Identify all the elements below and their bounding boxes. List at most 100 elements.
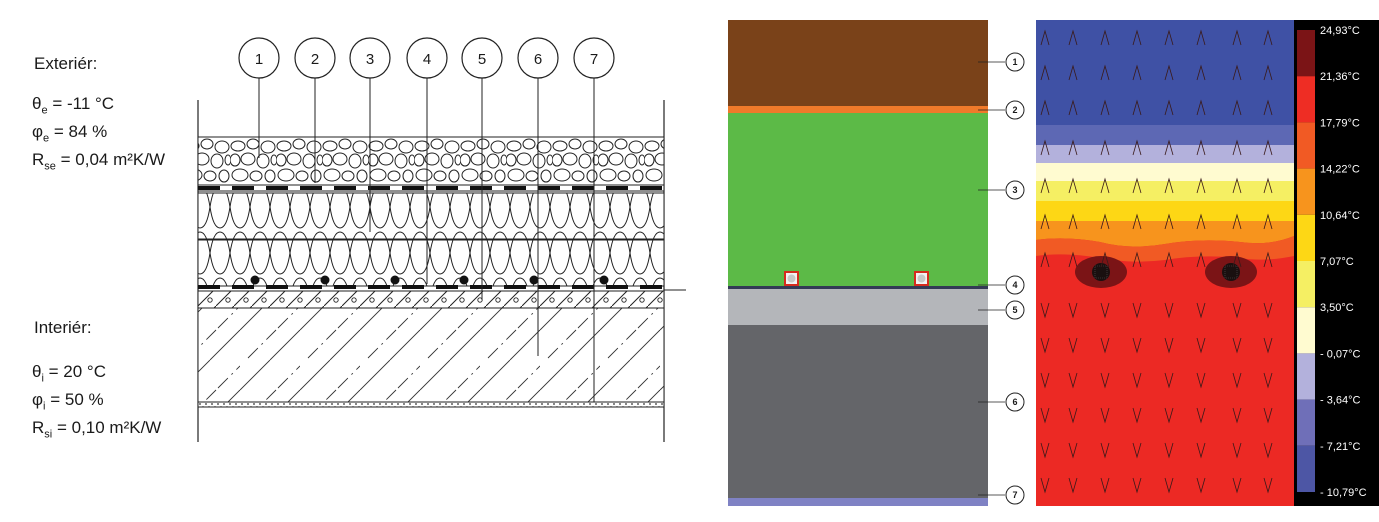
flux-arrow-down bbox=[1232, 337, 1242, 354]
flux-arrow-up bbox=[1040, 177, 1050, 194]
heating-pipes bbox=[250, 275, 609, 285]
pipe-dot bbox=[250, 275, 260, 285]
field-band bbox=[1036, 163, 1294, 181]
scale-label: 7,07°C bbox=[1320, 256, 1354, 268]
scale-label: - 0,07°C bbox=[1320, 348, 1361, 360]
section-drawing bbox=[197, 100, 686, 442]
section-callout-circle bbox=[406, 37, 448, 79]
flux-arrow-down bbox=[1263, 302, 1273, 319]
scale-swatch bbox=[1297, 261, 1315, 308]
flux-arrow-down bbox=[1164, 302, 1174, 319]
interior-resistance: Rsi = 0,10 m²K/W bbox=[32, 418, 162, 441]
flux-arrow-down bbox=[1100, 442, 1110, 459]
flux-arrow-up bbox=[1100, 139, 1110, 156]
scale-swatch bbox=[1297, 168, 1315, 215]
flux-arrow-down bbox=[1232, 372, 1242, 389]
section-callout-circle bbox=[461, 37, 503, 79]
section-callout-label: 1 bbox=[255, 51, 263, 68]
model-callout-circle bbox=[1005, 485, 1025, 505]
flux-arrow-up bbox=[1100, 177, 1110, 194]
model-callout-label: 4 bbox=[1012, 280, 1017, 290]
flux-arrow-down bbox=[1196, 477, 1206, 494]
flux-arrow-down bbox=[1068, 372, 1078, 389]
flux-arrow-down bbox=[1040, 442, 1050, 459]
flux-arrow-up bbox=[1100, 99, 1110, 116]
flux-arrow-down bbox=[1196, 337, 1206, 354]
flux-arrow-up bbox=[1068, 177, 1078, 194]
scale-swatch bbox=[1297, 76, 1315, 123]
flux-arrow-up bbox=[1263, 251, 1273, 268]
flux-arrow-up bbox=[1068, 139, 1078, 156]
flux-arrow-up bbox=[1263, 29, 1273, 46]
scale-labels: 24,93°C21,36°C17,79°C14,22°C10,64°C7,07°… bbox=[1320, 25, 1367, 499]
section-callout-circle bbox=[294, 37, 336, 79]
pipe-dot bbox=[599, 275, 609, 285]
section-callout-circle bbox=[238, 37, 280, 79]
field-band bbox=[1036, 125, 1294, 145]
field-band bbox=[1036, 201, 1294, 221]
flux-arrow-up bbox=[1100, 29, 1110, 46]
exterior-heading: Exteriér: bbox=[34, 54, 98, 73]
flux-arrow-up bbox=[1232, 177, 1242, 194]
flux-arrow-down bbox=[1164, 337, 1174, 354]
pipe-dot bbox=[320, 275, 330, 285]
section-callout-label: 2 bbox=[311, 51, 319, 68]
flux-arrow-down bbox=[1040, 372, 1050, 389]
flux-arrow-down bbox=[1040, 407, 1050, 424]
flux-arrow-down bbox=[1132, 407, 1142, 424]
section-callout-circle bbox=[349, 37, 391, 79]
flux-arrow-up bbox=[1196, 213, 1206, 230]
field-band bbox=[1036, 181, 1294, 201]
scale-swatch bbox=[1297, 307, 1315, 354]
model-callout-label: 3 bbox=[1012, 185, 1017, 195]
scale-swatch bbox=[1297, 353, 1315, 400]
model-callout-label: 2 bbox=[1012, 105, 1017, 115]
flux-arrow-up bbox=[1040, 139, 1050, 156]
flux-arrow-up bbox=[1100, 64, 1110, 81]
exterior-humidity: φe = 84 % bbox=[32, 122, 108, 145]
scale-label: 14,22°C bbox=[1320, 164, 1360, 176]
material-model bbox=[728, 20, 988, 506]
interior-temperature: θi = 20 °C bbox=[32, 362, 107, 385]
flux-arrow-up bbox=[1068, 213, 1078, 230]
flux-arrow-down bbox=[1164, 442, 1174, 459]
flux-arrow-up bbox=[1040, 213, 1050, 230]
pipe-dot bbox=[529, 275, 539, 285]
flux-arrow-down bbox=[1232, 407, 1242, 424]
temperature-field bbox=[1036, 20, 1294, 506]
flux-arrow-up bbox=[1263, 139, 1273, 156]
flux-arrow-up bbox=[1164, 64, 1174, 81]
heat-flux-arrows bbox=[1040, 29, 1273, 494]
flux-arrow-down bbox=[1164, 372, 1174, 389]
flux-arrow-down bbox=[1164, 407, 1174, 424]
hot-spot bbox=[1205, 256, 1257, 288]
scale-label: 17,79°C bbox=[1320, 117, 1360, 129]
flux-arrow-up bbox=[1263, 64, 1273, 81]
flux-arrow-down bbox=[1040, 477, 1050, 494]
section-callout-label: 4 bbox=[423, 51, 431, 68]
section-callout-circle bbox=[517, 37, 559, 79]
field-band bbox=[1036, 236, 1294, 262]
flux-arrow-up bbox=[1132, 139, 1142, 156]
scale-swatches bbox=[1297, 30, 1315, 492]
scale-label: 24,93°C bbox=[1320, 25, 1360, 37]
scale-swatch bbox=[1297, 399, 1315, 446]
model-layer-6 bbox=[728, 325, 988, 498]
model-layer-4 bbox=[728, 286, 988, 289]
exterior-resistance: Rse = 0,04 m²K/W bbox=[32, 150, 166, 173]
model-callout-circle bbox=[1005, 100, 1025, 120]
flux-arrow-down bbox=[1068, 442, 1078, 459]
model-pipe bbox=[914, 271, 929, 286]
model-callout-circle bbox=[1005, 52, 1025, 72]
flux-arrow-up bbox=[1132, 177, 1142, 194]
flux-arrow-up bbox=[1263, 213, 1273, 230]
section-callout-label: 7 bbox=[590, 51, 598, 68]
flux-arrow-up bbox=[1040, 251, 1050, 268]
model-layer-3 bbox=[728, 113, 988, 286]
flux-arrow-down bbox=[1164, 477, 1174, 494]
pipe-dot bbox=[459, 275, 469, 285]
flux-arrow-up bbox=[1164, 251, 1174, 268]
